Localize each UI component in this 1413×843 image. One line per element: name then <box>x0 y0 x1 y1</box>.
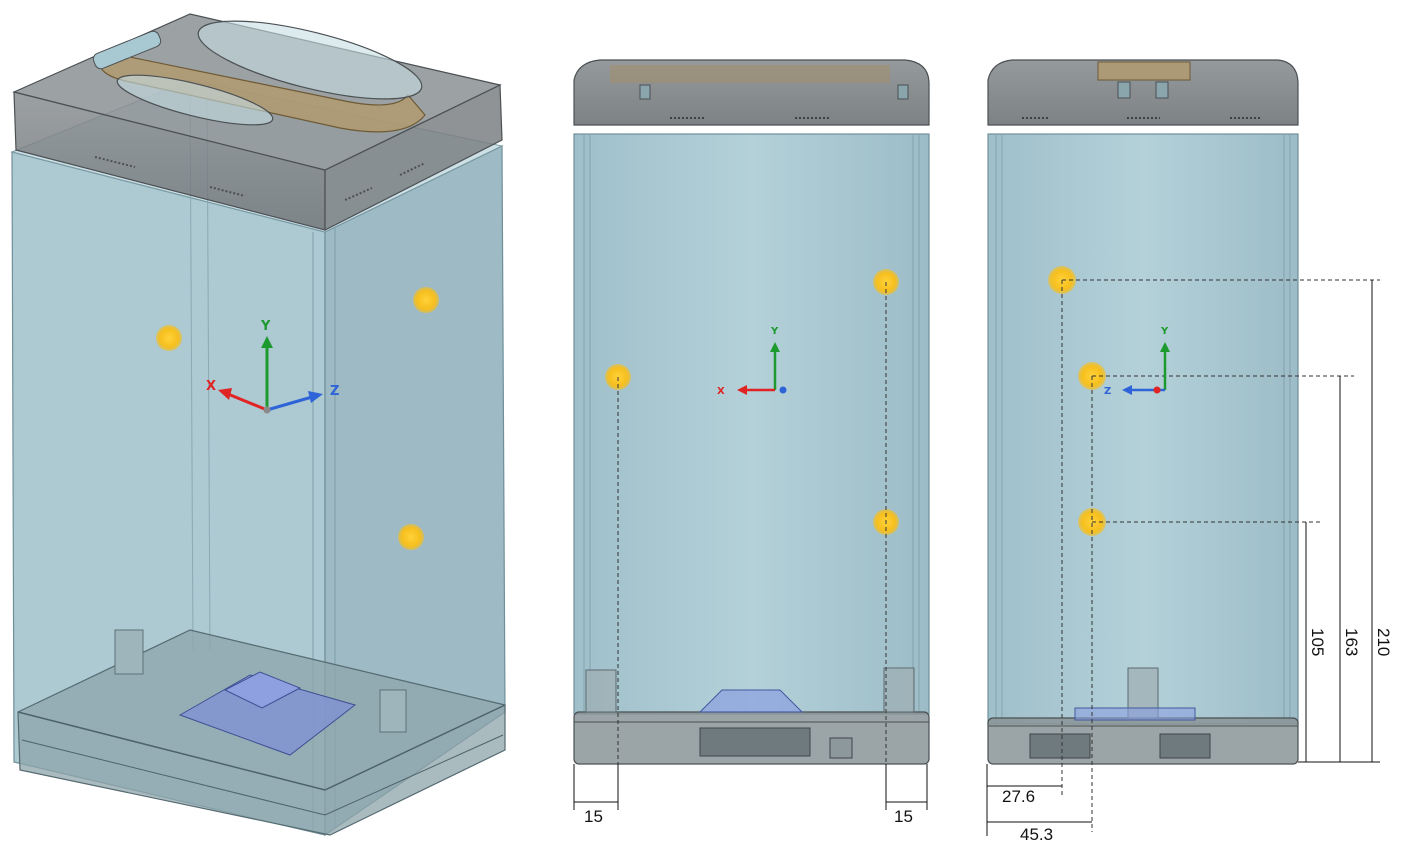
side-view: Y Z 27.6 45.3 105 163 210 <box>986 59 1393 843</box>
iso-axis-y-label: Y <box>260 319 271 334</box>
front-dim-left-value: 15 <box>584 807 603 826</box>
side-dim-27-6-value: 27.6 <box>1002 787 1035 806</box>
side-dimension-163: 163 <box>1339 376 1361 762</box>
iso-marker-2 <box>413 287 439 313</box>
iso-axis-triad: Y X Z <box>206 319 339 414</box>
side-lid <box>987 59 1299 126</box>
front-axis-x-label: X <box>717 386 725 397</box>
iso-marker-3 <box>398 524 424 550</box>
front-body <box>573 133 930 715</box>
iso-axis-z-label: Z <box>330 384 339 399</box>
front-axis-y-label: Y <box>770 326 779 337</box>
side-dimension-45-3: 45.3 <box>987 821 1092 843</box>
front-dim-right-value: 15 <box>894 807 913 826</box>
side-axis-triad: Y Z <box>1104 326 1170 397</box>
side-dimension-210: 210 <box>1371 280 1393 762</box>
iso-axis-x-label: X <box>206 379 216 394</box>
side-dim-210-value: 210 <box>1374 628 1393 656</box>
side-dimension-105: 105 <box>1305 522 1327 762</box>
isometric-view: Y X Z <box>10 13 506 837</box>
side-axis-y-label: Y <box>1160 326 1169 337</box>
iso-marker-1 <box>156 325 182 351</box>
iso-handle <box>98 54 426 133</box>
side-dim-163-value: 163 <box>1342 628 1361 656</box>
side-body <box>987 133 1299 725</box>
front-dimension-left: 15 <box>573 764 619 826</box>
side-dim-105-value: 105 <box>1308 628 1327 656</box>
front-view: Y X 15 15 <box>573 59 930 826</box>
side-axis-z-label: Z <box>1104 386 1111 397</box>
iso-base-grid-part <box>178 674 357 756</box>
front-axis-triad: Y X <box>717 326 787 397</box>
side-dimension-27-6: 27.6 <box>986 764 1062 836</box>
front-dimension-right: 15 <box>885 764 928 826</box>
side-dim-45-3-value: 45.3 <box>1020 825 1053 843</box>
